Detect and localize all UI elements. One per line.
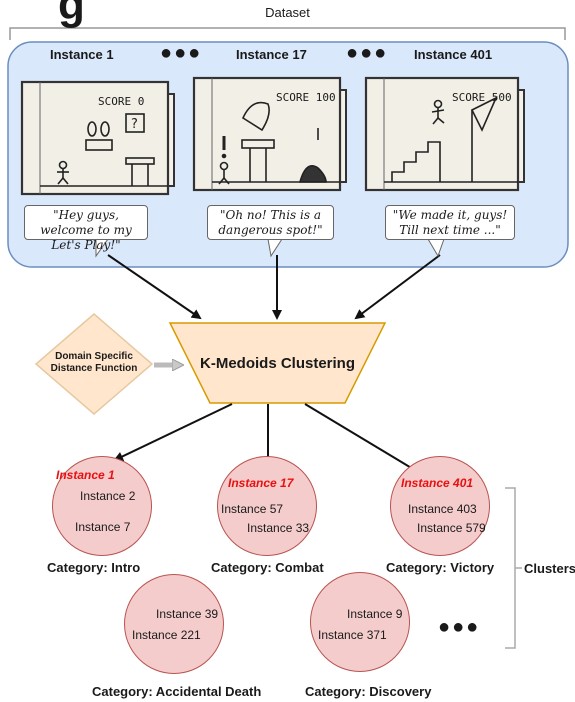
arrow-clustering-to-victory — [304, 403, 430, 480]
category-combat: Category: Combat — [211, 560, 324, 575]
more-clusters-ellipsis-icon: ●●● — [438, 616, 481, 638]
category-discovery: Category: Discovery — [305, 684, 432, 699]
bubble-tail-17 — [267, 238, 283, 258]
instance-1-title: Instance 1 — [50, 47, 114, 62]
ellipsis-icon: ●●● — [346, 42, 389, 64]
dataset-title: Dataset — [265, 5, 310, 20]
quote-instance-17: "Oh no! This is a dangerous spot!" — [207, 205, 334, 240]
clusters-brace — [505, 487, 522, 649]
bubble-tail-1 — [95, 238, 109, 258]
member-label: Instance 57 — [221, 502, 284, 516]
frame-17-score: SCORE 100 — [276, 91, 336, 104]
ellipsis-icon: ●●● — [160, 42, 203, 64]
dataset-bracket — [9, 27, 566, 40]
instance-401-title: Instance 401 — [414, 47, 493, 62]
arrow-clustering-to-intro — [113, 403, 233, 462]
medoid-label: Instance 1 — [56, 468, 115, 482]
kmedoids-label: K-Medoids Clustering — [200, 355, 356, 372]
cluster-combat: Instance 17 Instance 57 Instance 33 — [217, 456, 317, 556]
frame-drawing-401 — [364, 76, 525, 192]
member-label: Instance 371 — [318, 628, 387, 642]
member-label: Instance 403 — [408, 502, 477, 516]
member-label: Instance 579 — [417, 521, 486, 535]
instance-17-title: Instance 17 — [236, 47, 307, 62]
frame-401-score: SCORE 500 — [452, 91, 512, 104]
medoid-label: Instance 17 — [228, 476, 294, 490]
member-label: Instance 221 — [132, 628, 201, 642]
cluster-intro: Instance 1 Instance 2 Instance 7 — [52, 456, 152, 556]
distance-function-diamond — [34, 313, 154, 415]
cluster-discovery: Instance 9 Instance 371 — [310, 572, 410, 672]
category-accidental-death: Category: Accidental Death — [92, 684, 262, 699]
bubble-tail-401 — [427, 238, 445, 258]
member-label: Instance 39 — [156, 607, 219, 621]
frame-drawing-17 — [192, 76, 347, 192]
frame-1-score: SCORE 0 — [98, 95, 145, 108]
quote-instance-1: "Hey guys, welcome to my Let's Play!" — [24, 205, 148, 252]
member-label: Instance 33 — [247, 521, 310, 535]
quote-instance-401: "We made it, guys! Till next time ..." — [385, 205, 515, 240]
cluster-victory: Instance 401 Instance 403 Instance 579 — [390, 456, 490, 556]
member-label: Instance 9 — [347, 607, 403, 621]
category-intro: Category: Intro — [47, 560, 141, 575]
cluster-accidental-death: Instance 39 Instance 221 — [124, 574, 224, 674]
clusters-label: Clusters — [524, 561, 575, 576]
member-label: Instance 7 — [75, 520, 131, 534]
arrow-instance401-to-clustering — [354, 254, 441, 320]
frame-drawing-1: ? — [20, 80, 175, 196]
member-label: Instance 2 — [80, 489, 136, 503]
distance-function-label: Domain Specific Distance Function — [50, 351, 138, 374]
arrow-instance1-to-clustering — [107, 254, 202, 320]
partial-title: g — [58, 0, 86, 29]
category-victory: Category: Victory — [386, 560, 495, 575]
svg-text:?: ? — [131, 117, 138, 132]
medoid-label: Instance 401 — [401, 476, 474, 490]
kmedoids-trapezoid — [168, 322, 387, 404]
